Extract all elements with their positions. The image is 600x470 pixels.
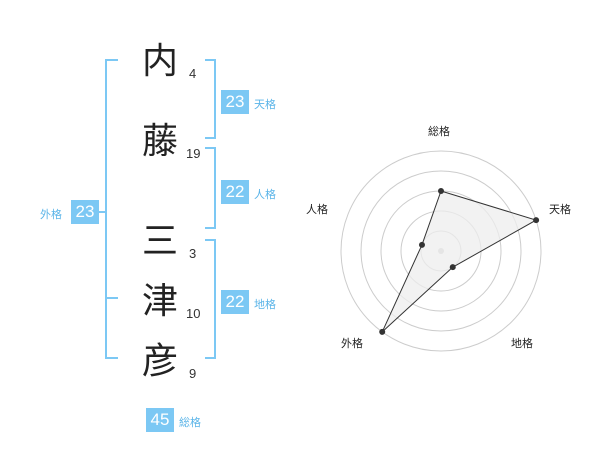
- jinkaku-label: 人格: [254, 188, 276, 201]
- tenkaku-badge: 23: [221, 90, 249, 114]
- radar-point-2: [449, 264, 456, 271]
- gaikaku-bracket: [105, 59, 118, 359]
- jinkaku-bracket: [205, 147, 216, 229]
- stroke-count-3: 3: [189, 246, 197, 261]
- radar-series-polygon: [381, 190, 538, 333]
- chikaku-label: 地格: [254, 298, 276, 311]
- name-char-1: 内: [141, 41, 178, 82]
- radar-point-0: [438, 188, 444, 194]
- soukaku-label: 総格: [179, 416, 201, 429]
- radar-axis-label-chikaku: 地格: [511, 337, 533, 350]
- name-char-2: 藤: [141, 121, 178, 162]
- gaikaku-label: 外格: [40, 208, 62, 221]
- radar-axis-label-gaikaku: 外格: [341, 337, 363, 350]
- soukaku-badge: 45: [146, 408, 174, 432]
- name-char-5: 彦: [141, 341, 178, 382]
- stroke-count-2: 19: [186, 146, 201, 161]
- jinkaku-badge: 22: [221, 180, 249, 204]
- radar-axis-label-soukaku: 総格: [428, 125, 450, 138]
- name-char-4: 津: [141, 281, 178, 322]
- name-char-3: 三: [141, 221, 178, 262]
- radar-grid-ring: [340, 150, 542, 352]
- stroke-count-4: 10: [186, 306, 201, 321]
- stroke-count-1: 4: [189, 66, 197, 81]
- radar-point-4: [418, 241, 425, 248]
- gaikaku-badge: 23: [71, 200, 99, 224]
- chikaku-bracket: [205, 239, 216, 359]
- tenkaku-label: 天格: [254, 98, 276, 111]
- radar-axis-label-jinkaku: 人格: [306, 203, 328, 216]
- radar-axis-label-tenkaku: 天格: [549, 203, 571, 216]
- radar-grid-ring: [360, 170, 522, 332]
- stroke-count-5: 9: [189, 366, 197, 381]
- radar-point-3: [379, 328, 386, 335]
- radar-point-1: [533, 217, 540, 224]
- chikaku-badge: 22: [221, 290, 249, 314]
- tenkaku-bracket: [205, 59, 216, 139]
